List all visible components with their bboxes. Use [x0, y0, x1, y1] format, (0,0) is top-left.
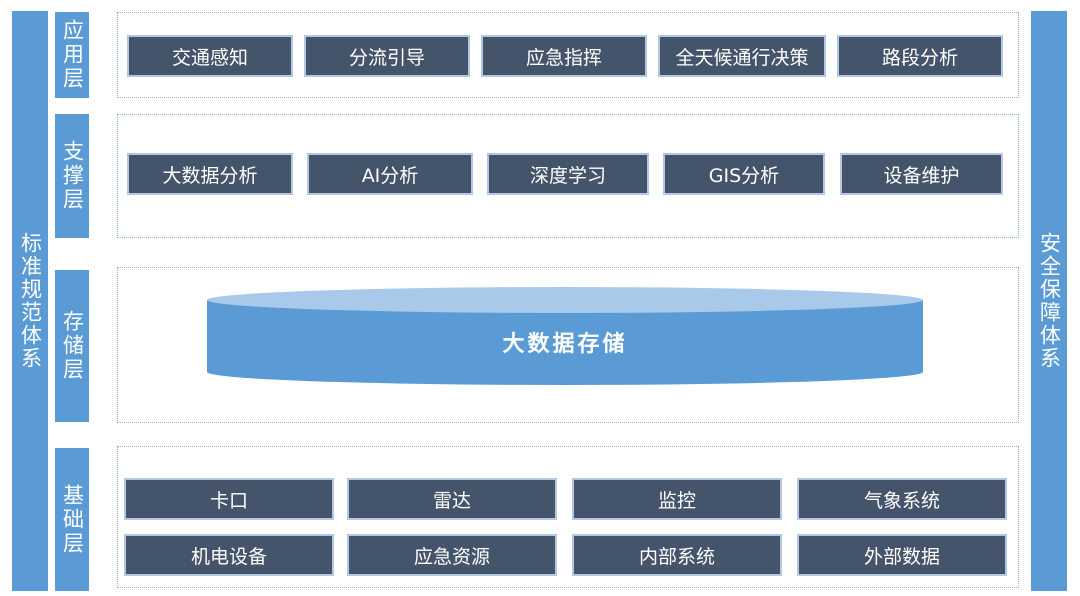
- layer-tag-application: 应用层: [55, 12, 89, 98]
- app-box-all-weather-decision: 全天候通行决策: [658, 35, 826, 77]
- app-box-section-analysis: 路段分析: [837, 35, 1003, 77]
- layer-tag-storage-label: 存储层: [60, 310, 85, 382]
- support-box-gis-analysis: GIS分析: [663, 153, 825, 195]
- layer-tag-storage: 存储层: [55, 270, 89, 422]
- panel-application: [117, 12, 1019, 98]
- foundation-box-monitoring: 监控: [572, 478, 782, 520]
- layer-tag-application-label: 应用层: [60, 19, 85, 91]
- layer-tag-support-label: 支撑层: [60, 140, 85, 212]
- layer-tag-foundation: 基础层: [55, 448, 89, 591]
- foundation-box-checkpoint: 卡口: [124, 478, 334, 520]
- storage-cylinder-label: 大数据存储: [502, 332, 628, 357]
- app-box-diversion-guidance: 分流引导: [304, 35, 470, 77]
- foundation-box-external-data: 外部数据: [797, 534, 1007, 576]
- app-box-traffic-perception: 交通感知: [127, 35, 293, 77]
- layer-tag-foundation-label: 基础层: [60, 483, 85, 556]
- support-box-ai-analysis: AI分析: [307, 153, 473, 195]
- panel-storage: [117, 267, 1019, 423]
- foundation-box-radar: 雷达: [347, 478, 557, 520]
- app-box-emergency-command: 应急指挥: [481, 35, 647, 77]
- storage-cylinder-top: [207, 287, 923, 313]
- support-box-device-maintenance: 设备维护: [840, 153, 1003, 195]
- layer-tag-support: 支撑层: [55, 114, 89, 238]
- support-box-big-data-analysis: 大数据分析: [127, 153, 293, 195]
- security-pillar: 安全保障体系: [1031, 11, 1067, 591]
- security-pillar-label: 安全保障体系: [1037, 232, 1062, 370]
- standards-pillar-label: 标准规范体系: [18, 232, 43, 370]
- foundation-box-internal-systems: 内部系统: [572, 534, 782, 576]
- foundation-box-weather-system: 气象系统: [797, 478, 1007, 520]
- standards-pillar: 标准规范体系: [12, 11, 48, 591]
- foundation-box-electromechanical: 机电设备: [124, 534, 334, 576]
- foundation-box-emergency-resources: 应急资源: [347, 534, 557, 576]
- storage-cylinder-bottom: [207, 359, 923, 385]
- panel-support: [117, 114, 1019, 238]
- panel-foundation: [117, 446, 1019, 588]
- support-box-deep-learning: 深度学习: [487, 153, 649, 195]
